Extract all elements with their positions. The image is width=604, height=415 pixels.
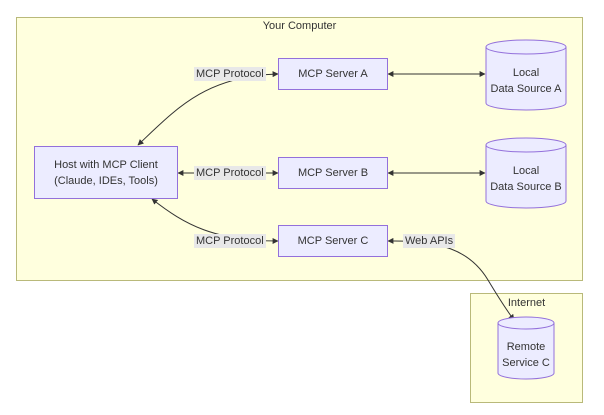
server-a-node: MCP Server A (278, 58, 388, 90)
edge-label-web-apis: Web APIs (403, 234, 456, 248)
remote-c-line-2: Service C (502, 357, 550, 369)
host-line-1: Host with MCP Client (54, 158, 158, 171)
local-a-line-2: Data Source A (490, 83, 562, 95)
server-b-node: MCP Server B (278, 157, 388, 189)
remote-c-line-1: Remote (506, 341, 546, 353)
local-b-text: Local Data Source B (486, 163, 566, 195)
remote-c-cylinder (497, 316, 555, 380)
host-node: Host with MCP Client (Claude, IDEs, Tool… (34, 146, 178, 199)
remote-c-text: Remote Service C (498, 339, 554, 371)
local-b-line-1: Local (512, 165, 540, 177)
server-b-label: MCP Server B (297, 167, 369, 179)
group-title-your-computer: Your Computer (262, 20, 337, 32)
local-a-text: Local Data Source A (486, 65, 566, 97)
local-b-cylinder (485, 137, 567, 209)
edge-label-protocol-a: MCP Protocol (194, 67, 266, 81)
group-title-internet: Internet (507, 297, 546, 309)
edge-label-protocol-c: MCP Protocol (194, 234, 266, 248)
server-a-label: MCP Server A (298, 68, 368, 80)
local-b-line-2: Data Source B (490, 181, 562, 193)
host-line-2: (Claude, IDEs, Tools) (54, 174, 158, 187)
server-c-label: MCP Server C (297, 235, 369, 247)
server-c-node: MCP Server C (278, 225, 388, 257)
edge-label-protocol-b: MCP Protocol (194, 166, 266, 180)
local-a-line-1: Local (512, 67, 540, 79)
local-a-cylinder (485, 39, 567, 111)
